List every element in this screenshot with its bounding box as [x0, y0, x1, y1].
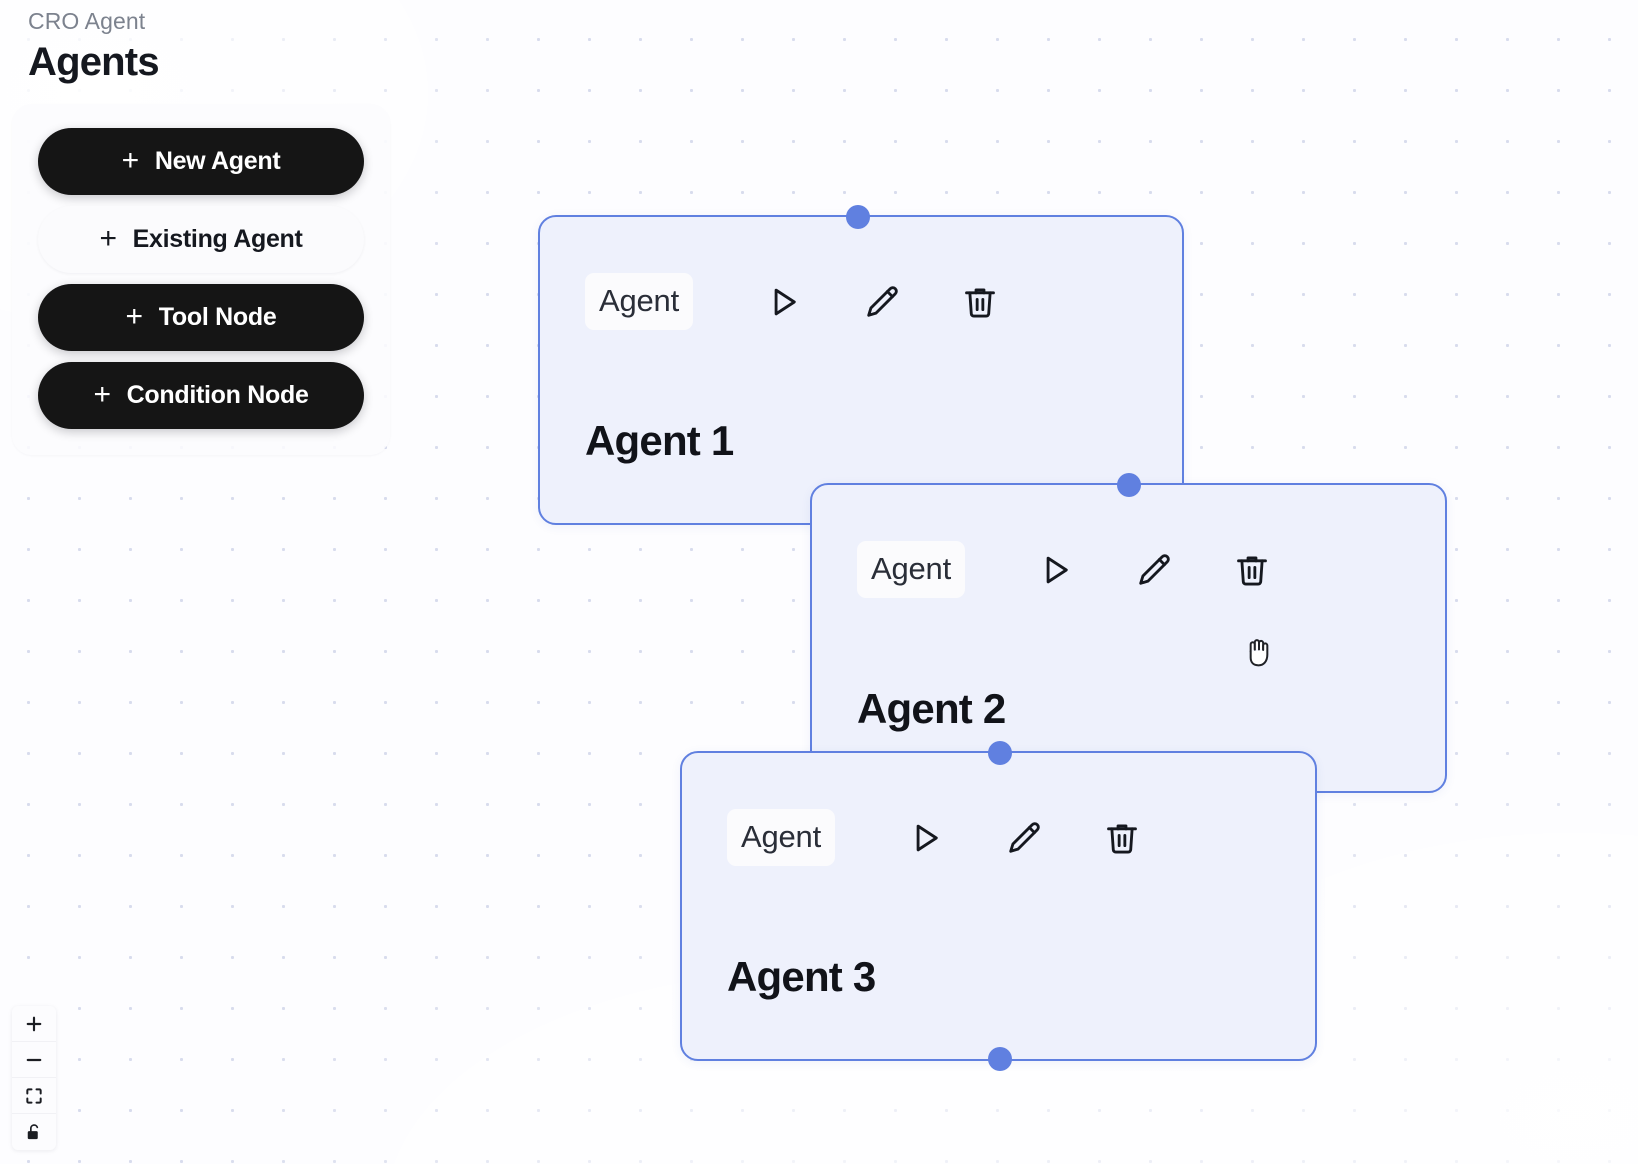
zoom-out-button[interactable] — [12, 1042, 56, 1078]
node-type-chip: Agent — [585, 273, 694, 330]
run-icon[interactable] — [761, 279, 807, 325]
new-agent-button-label: New Agent — [154, 147, 281, 175]
node-title: Agent 3 — [727, 953, 876, 1000]
zoom-controls-panel — [12, 1006, 56, 1150]
node-handle-top[interactable] — [846, 205, 870, 229]
node-action-bar — [903, 815, 1145, 861]
node-toolbar-panel: + New Agent + Existing Agent + Tool Node… — [12, 104, 390, 455]
agent-node-2[interactable]: Agent — [810, 473, 1447, 793]
agent-node-1[interactable]: Agent — [538, 205, 1184, 525]
delete-icon[interactable] — [1229, 547, 1275, 593]
plus-icon: + — [99, 221, 117, 255]
new-agent-button[interactable]: + New Agent — [38, 128, 364, 195]
existing-agent-button-label: Existing Agent — [132, 225, 303, 253]
page-header: CRO Agent Agents — [28, 6, 160, 86]
node-header: Agent — [857, 541, 1405, 598]
existing-agent-button[interactable]: + Existing Agent — [38, 206, 364, 273]
node-title: Agent 1 — [585, 417, 734, 464]
tool-node-button-label: Tool Node — [158, 303, 277, 331]
run-icon[interactable] — [1033, 547, 1079, 593]
breadcrumb[interactable]: CRO Agent — [28, 8, 146, 34]
zoom-in-button[interactable] — [12, 1006, 56, 1042]
node-header: Agent — [727, 809, 1275, 866]
condition-node-button[interactable]: + Condition Node — [38, 362, 364, 429]
condition-node-button-label: Condition Node — [126, 381, 309, 409]
agent-node-3[interactable]: Agent — [680, 741, 1317, 1071]
delete-icon[interactable] — [1099, 815, 1145, 861]
node-handle-top[interactable] — [1117, 473, 1141, 497]
edit-icon[interactable] — [1001, 815, 1047, 861]
plus-icon: + — [121, 143, 140, 177]
tool-node-button[interactable]: + Tool Node — [38, 284, 364, 351]
plus-icon: + — [125, 299, 144, 333]
edit-icon[interactable] — [859, 279, 905, 325]
plus-icon: + — [93, 377, 111, 411]
node-action-bar — [1033, 547, 1275, 593]
node-handle-top[interactable] — [988, 741, 1012, 765]
node-header: Agent — [585, 273, 1142, 330]
node-handle-bottom[interactable] — [988, 1047, 1012, 1071]
node-type-chip: Agent — [727, 809, 836, 866]
run-icon[interactable] — [903, 815, 949, 861]
page-title: Agents — [28, 40, 160, 84]
delete-icon[interactable] — [957, 279, 1003, 325]
edit-icon[interactable] — [1131, 547, 1177, 593]
node-type-chip: Agent — [857, 541, 966, 598]
node-title: Agent 2 — [857, 685, 1006, 732]
node-action-bar — [761, 279, 1003, 325]
lock-toggle-button[interactable] — [12, 1114, 56, 1150]
fit-view-button[interactable] — [12, 1078, 56, 1114]
